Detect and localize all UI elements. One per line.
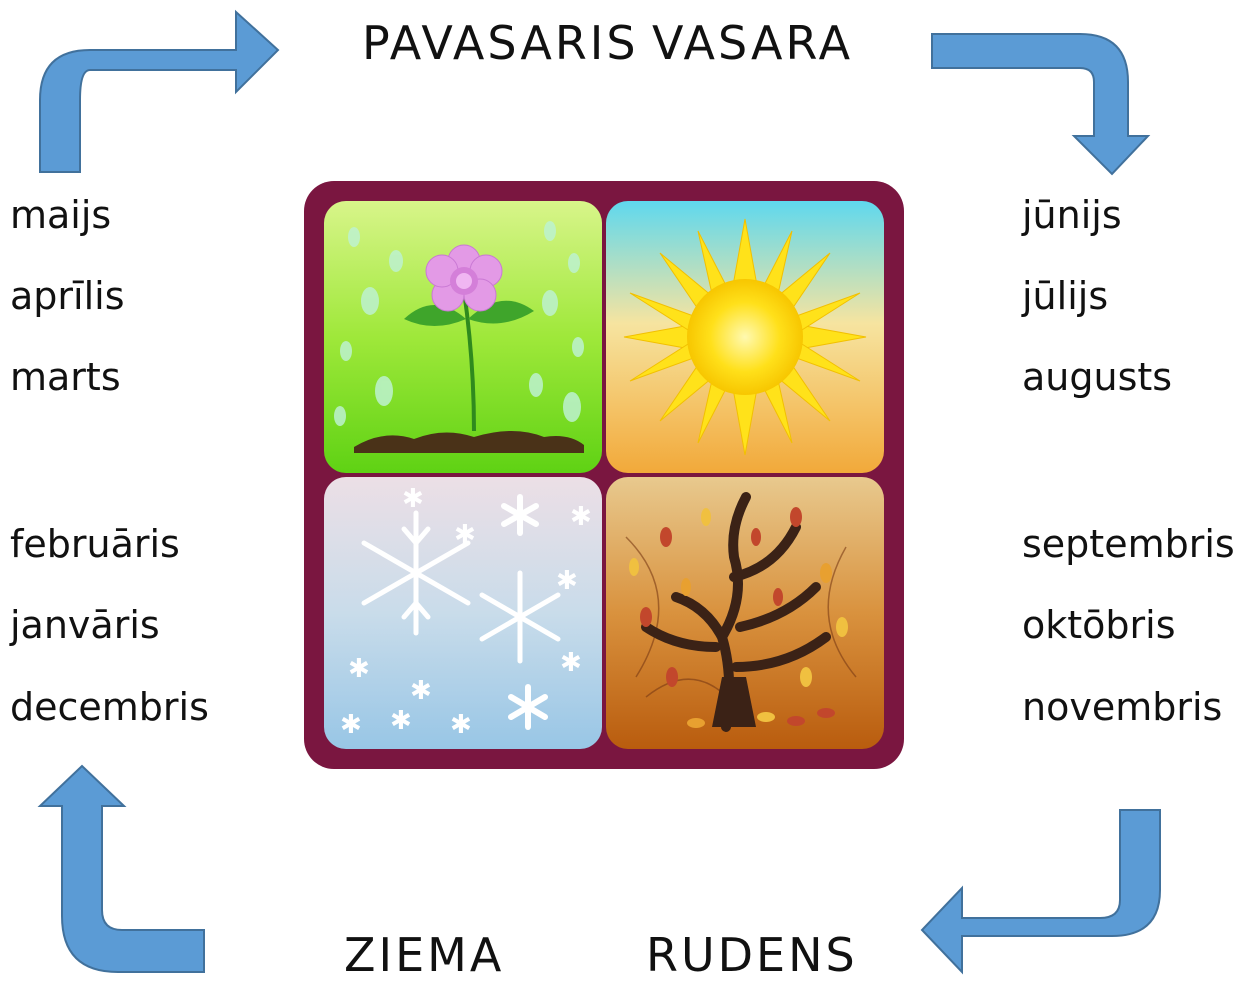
svg-text:✱: ✱ — [390, 706, 412, 736]
month-autumn-1: oktōbris — [1022, 603, 1176, 647]
month-spring-2: marts — [10, 355, 121, 399]
month-spring-1: aprīlis — [10, 274, 125, 318]
month-spring-0: maijs — [10, 193, 112, 237]
arrow-autumn-to-winter — [920, 809, 1161, 975]
month-summer-1: jūlijs — [1022, 274, 1109, 318]
title-autumn: RUDENS — [646, 928, 858, 982]
snowflakes-icon: ✱ ✱ ✱ ✱ ✱ ✱ ✱ ✱ ✱ ✱ — [324, 477, 602, 749]
title-winter: ZIEMA — [344, 928, 505, 982]
month-summer-0: jūnijs — [1022, 193, 1122, 237]
svg-text:✱: ✱ — [402, 484, 424, 514]
svg-text:✱: ✱ — [560, 648, 582, 678]
month-autumn-0: septembris — [1022, 522, 1235, 566]
svg-text:✱: ✱ — [348, 654, 370, 684]
svg-text:✱: ✱ — [556, 566, 578, 596]
flower-rain-icon — [324, 201, 602, 473]
month-winter-2: decembris — [10, 685, 209, 729]
autumn-tree-icon — [606, 477, 884, 749]
svg-text:✱: ✱ — [454, 520, 476, 550]
arrow-spring-to-summer — [39, 9, 280, 173]
arrow-summer-to-autumn — [931, 33, 1151, 176]
sun-icon — [606, 201, 884, 473]
month-autumn-2: novembris — [1022, 685, 1223, 729]
seasons-picture: ✱ ✱ ✱ ✱ ✱ ✱ ✱ ✱ ✱ ✱ — [304, 181, 904, 769]
svg-text:✱: ✱ — [410, 676, 432, 706]
month-winter-0: februāris — [10, 522, 180, 566]
title-summer: VASARA — [652, 16, 854, 70]
svg-text:✱: ✱ — [340, 710, 362, 740]
month-winter-1: janvāris — [10, 603, 160, 647]
month-summer-2: augusts — [1022, 355, 1173, 399]
arrow-winter-to-spring — [37, 764, 205, 973]
title-spring: PAVASARIS — [362, 16, 639, 70]
svg-text:✱: ✱ — [570, 502, 592, 532]
svg-text:✱: ✱ — [450, 710, 472, 740]
